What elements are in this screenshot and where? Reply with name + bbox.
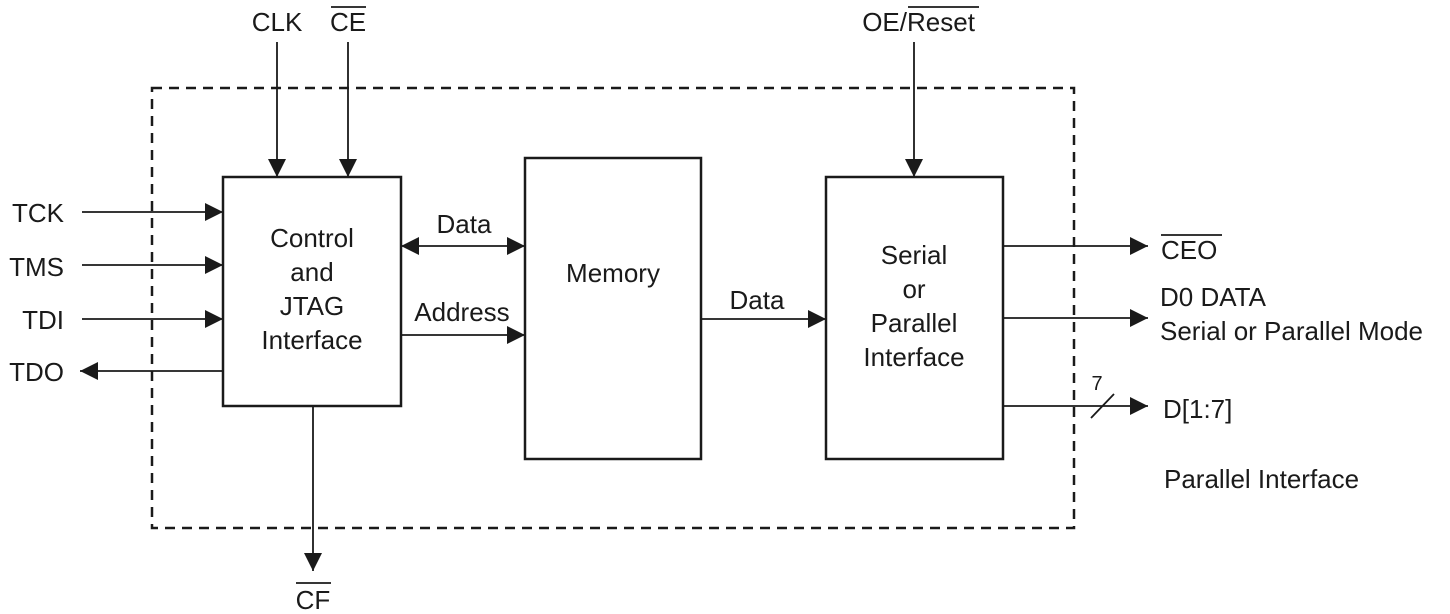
control-jtag-block: Control and JTAG Interface xyxy=(221,175,403,408)
ctrl-memory-address-bus: Address xyxy=(401,297,525,344)
serial-label-line-3: Parallel xyxy=(871,308,958,338)
device-boundary xyxy=(150,86,1076,530)
ceo-label: CEO xyxy=(1161,235,1217,265)
control-label-line-2: and xyxy=(290,257,333,287)
d0-data-signal: D0 DATA Serial or Parallel Mode xyxy=(1003,282,1423,346)
d0-data-label: D0 DATA xyxy=(1160,282,1267,312)
ctrl-memory-data-bus: Data xyxy=(401,209,525,255)
memory-serial-data-bus: Data xyxy=(701,285,826,328)
tdi-label: TDI xyxy=(22,305,64,335)
ce-signal: CE xyxy=(330,6,366,177)
tck-signal: TCK xyxy=(12,198,223,228)
control-label-line-4: Interface xyxy=(261,325,362,355)
tdo-label: TDO xyxy=(9,357,64,387)
tck-label: TCK xyxy=(12,198,65,228)
d17-bus-slash xyxy=(1090,393,1115,419)
cf-signal: CF xyxy=(296,406,331,614)
ceo-signal: CEO xyxy=(1003,234,1222,265)
parallel-interface-label: Parallel Interface xyxy=(1164,464,1359,494)
d17-label: D[1:7] xyxy=(1163,394,1232,424)
tms-label: TMS xyxy=(9,252,64,282)
oe-label: OE/ xyxy=(862,7,908,37)
d0-mode-label: Serial or Parallel Mode xyxy=(1160,316,1423,346)
serial-label-line-2: or xyxy=(902,274,925,304)
control-label-line-1: Control xyxy=(270,223,354,253)
ce-label: CE xyxy=(330,7,366,37)
tdo-signal: TDO xyxy=(9,357,223,387)
oe-reset-signal: OE/ Reset xyxy=(862,6,979,177)
d17-bus-width: 7 xyxy=(1091,373,1102,395)
reset-label: Reset xyxy=(907,7,976,37)
serial-parallel-block: Serial or Parallel Interface xyxy=(824,175,1005,461)
cf-label: CF xyxy=(296,585,331,614)
clk-signal: CLK xyxy=(252,7,303,177)
ctrl-memory-data-label: Data xyxy=(437,209,492,239)
serial-label-line-1: Serial xyxy=(881,240,947,270)
memory-label: Memory xyxy=(566,258,660,288)
serial-label-line-4: Interface xyxy=(863,342,964,372)
control-label-line-3: JTAG xyxy=(280,291,345,321)
d17-signal: 7 D[1:7] xyxy=(1003,373,1232,424)
tms-signal: TMS xyxy=(9,252,223,282)
memory-serial-data-label: Data xyxy=(730,285,785,315)
ctrl-memory-address-label: Address xyxy=(414,297,509,327)
clk-label: CLK xyxy=(252,7,303,37)
memory-block: Memory xyxy=(523,156,703,461)
tdi-signal: TDI xyxy=(22,305,223,335)
